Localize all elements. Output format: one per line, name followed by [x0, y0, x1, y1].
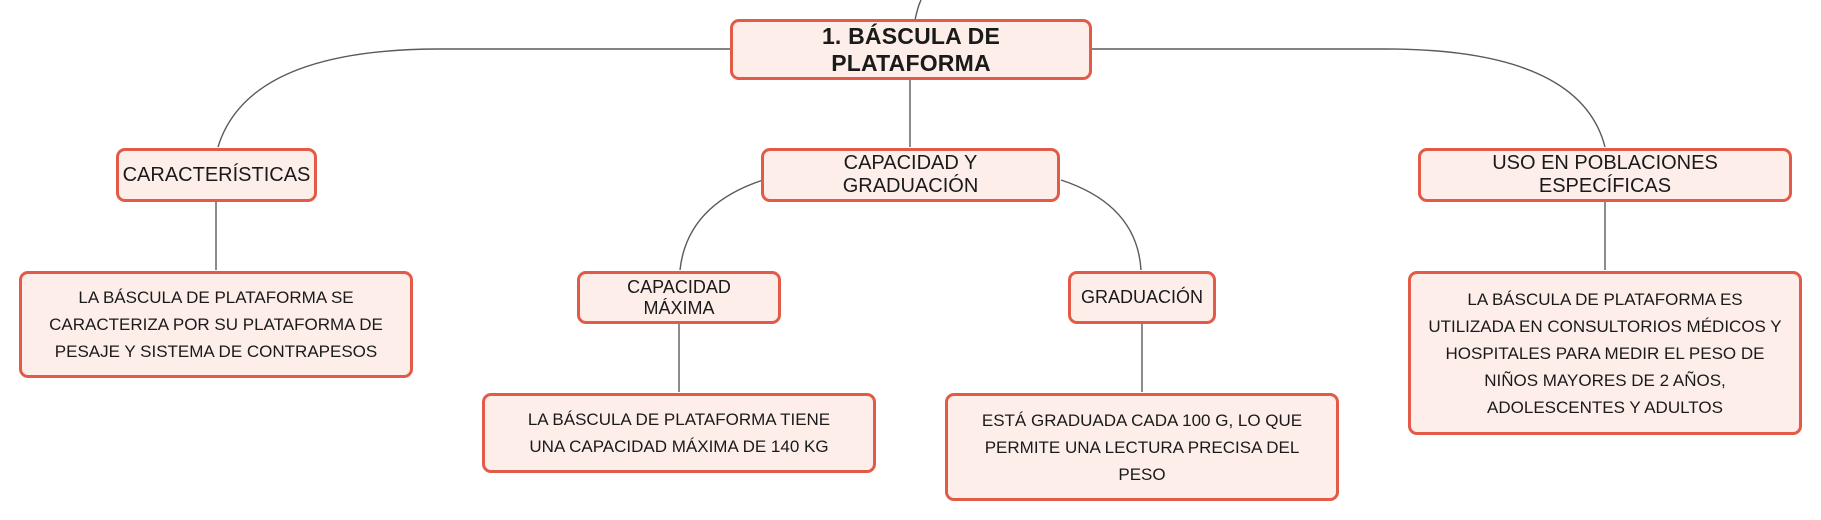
connector-capgrad-capacidad-maxima — [679, 179, 764, 271]
connector-root-uso-poblaciones — [1090, 48, 1606, 148]
leaf-graduacion[interactable]: ESTÁ GRADUADA CADA 100 G, LO QUE PERMITE… — [945, 393, 1339, 501]
connector-capgrad-graduacion — [1060, 179, 1142, 271]
leaf-uso-poblaciones[interactable]: LA BÁSCULA DE PLATAFORMA ES UTILIZADA EN… — [1408, 271, 1802, 435]
node-uso-poblaciones[interactable]: USO EN POBLACIONES ESPECÍFICAS — [1418, 148, 1792, 202]
node-capacidad-maxima[interactable]: CAPACIDAD MÁXIMA — [577, 271, 781, 324]
connector-root-parent — [914, 0, 922, 21]
node-capacidad-graduacion[interactable]: CAPACIDAD Y GRADUACIÓN — [761, 148, 1060, 202]
node-graduacion[interactable]: GRADUACIÓN — [1068, 271, 1216, 324]
connector-root-caracteristicas — [217, 48, 733, 148]
node-caracteristicas[interactable]: CARACTERÍSTICAS — [116, 148, 317, 202]
root-node-bascula-plataforma[interactable]: 1. BÁSCULA DE PLATAFORMA — [730, 19, 1092, 80]
leaf-caracteristicas[interactable]: LA BÁSCULA DE PLATAFORMA SE CARACTERIZA … — [19, 271, 413, 378]
leaf-capacidad-maxima[interactable]: LA BÁSCULA DE PLATAFORMA TIENE UNA CAPAC… — [482, 393, 876, 473]
